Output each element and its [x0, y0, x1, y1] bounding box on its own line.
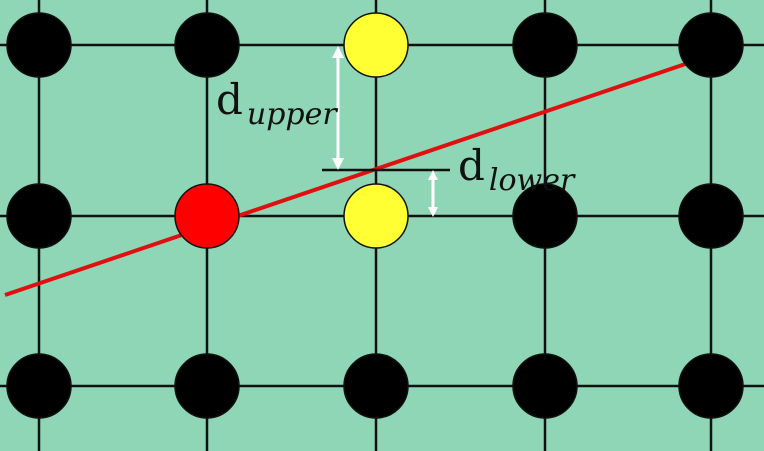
grid-node: [6, 12, 72, 78]
d-upper-arrow: [332, 46, 344, 170]
d-lower-label: d lower: [458, 141, 576, 198]
current-pixel-node: [174, 183, 240, 249]
grid-node: [6, 353, 72, 419]
d-lower-arrow: [428, 170, 438, 217]
grid-node: [678, 353, 744, 419]
grid-node: [512, 183, 578, 249]
lower-candidate-node: [343, 183, 409, 249]
grid-node: [174, 12, 240, 78]
upper-candidate-node: [343, 12, 409, 78]
grid-node: [678, 183, 744, 249]
ideal-line: [4, 56, 704, 297]
grid-node: [174, 353, 240, 419]
d-upper-label: d upper: [216, 75, 338, 132]
grid-nodes: [6, 12, 744, 419]
grid-node: [512, 353, 578, 419]
grid-node: [343, 353, 409, 419]
grid-node: [512, 12, 578, 78]
grid-node: [6, 183, 72, 249]
grid-node: [678, 12, 744, 78]
